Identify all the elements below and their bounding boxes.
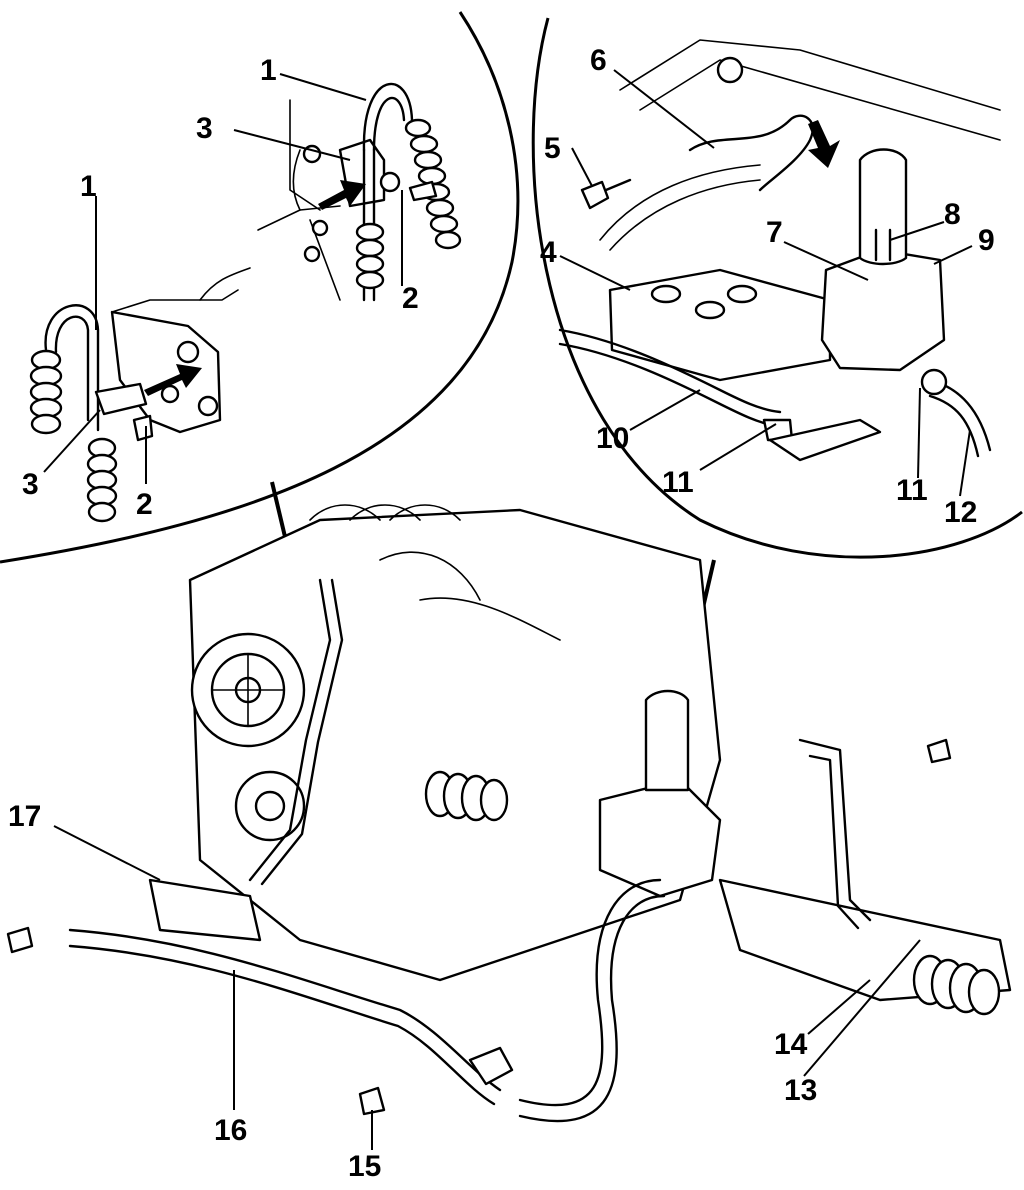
- bolt-15: [358, 1086, 386, 1116]
- reservoir-filler-neck: [858, 148, 908, 266]
- return-pipe: [518, 878, 662, 1107]
- reservoir-tray: [608, 268, 832, 382]
- upper-detail-drawing: [257, 82, 462, 302]
- pipe-bracket: [468, 1046, 514, 1086]
- left-clip-bolt: [132, 414, 154, 442]
- bolt-5: [580, 180, 610, 210]
- callout-d1-2: 2: [136, 488, 153, 521]
- callout-d1-3: 3: [22, 468, 39, 501]
- callout-d3-8: 8: [944, 198, 961, 231]
- reservoir-retaining-clip: [688, 114, 814, 192]
- rack-boot: [912, 954, 1001, 1016]
- callout-d3-11a: 11: [662, 466, 694, 499]
- left-corrugated-hose-upper: [29, 349, 63, 435]
- upper-bolt: [408, 180, 438, 202]
- leader-lines: [43, 69, 973, 1150]
- right-detail-drawing: [558, 39, 1001, 462]
- callout-d2-1: 1: [260, 54, 277, 87]
- left-hose-loop: [44, 304, 100, 432]
- main-assembly: [6, 504, 1012, 1123]
- callout-17: 17: [8, 800, 41, 833]
- callout-15: 15: [348, 1150, 381, 1183]
- upper-hose-loop: [362, 82, 414, 152]
- pressure-hose: [248, 578, 332, 882]
- callout-d3-7: 7: [766, 216, 783, 249]
- callout-d3-11b: 11: [896, 474, 928, 507]
- callout-labels: 1 2 3 1 2 3 4 5 6 7 8 9 10 11 11 12 13 1…: [8, 44, 995, 1183]
- engine-block: [188, 508, 722, 982]
- callout-d3-9: 9: [978, 224, 995, 257]
- callout-d3-6: 6: [590, 44, 607, 77]
- callout-d3-10: 10: [596, 422, 629, 455]
- left-detail-boundary: [0, 11, 520, 564]
- feed-pipe-16: [68, 928, 502, 1092]
- right-detail-boundary: [531, 17, 1023, 559]
- reservoir-pipe-10: [558, 328, 782, 414]
- upper-corrugated-hose: [404, 118, 462, 250]
- left-detail-drawing: [29, 267, 251, 523]
- callout-13: 13: [784, 1074, 817, 1107]
- bolt-left-end: [6, 926, 34, 954]
- upper-corrugated-hose-lower: [355, 222, 385, 290]
- callout-d3-12: 12: [944, 496, 977, 529]
- engine-reservoir-neck: [644, 689, 690, 792]
- reservoir-direction-arrow: [808, 120, 840, 168]
- left-corrugated-hose-lower: [86, 437, 118, 523]
- callout-14: 14: [774, 1028, 808, 1061]
- hose-14: [798, 738, 872, 922]
- left-direction-arrow: [144, 364, 202, 396]
- callout-d1-1: 1: [80, 170, 97, 203]
- callout-d2-3: 3: [196, 112, 213, 145]
- left-rack-boot: [424, 770, 509, 822]
- callout-d2-2: 2: [402, 282, 419, 315]
- bracket-17: [148, 878, 262, 942]
- left-hose-clip: [94, 382, 148, 416]
- bolt-upper-right: [926, 738, 952, 764]
- callout-d3-4: 4: [540, 236, 557, 269]
- upper-direction-arrow: [318, 180, 366, 210]
- callout-16: 16: [214, 1114, 247, 1147]
- callout-d3-5: 5: [544, 132, 561, 165]
